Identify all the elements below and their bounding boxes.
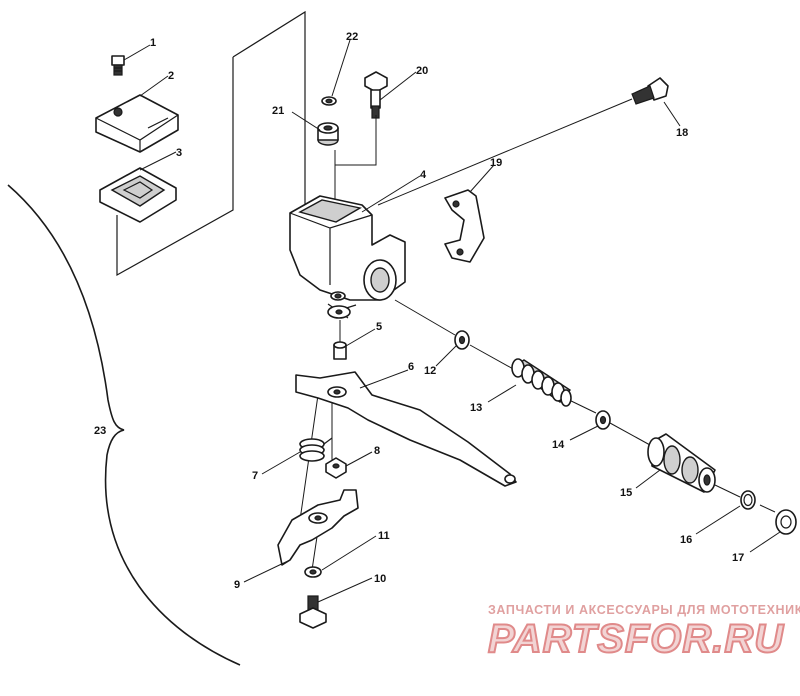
reservoir-cap-part-2 — [95, 94, 179, 153]
piston-spring-part-13 — [510, 358, 572, 407]
piston-axis — [394, 299, 776, 513]
callout-12: 12 — [424, 365, 436, 377]
screw-part-1 — [111, 55, 125, 76]
watermark: ЗАПЧАСТИ И АКСЕССУАРЫ ДЛЯ МОТОТЕХНИКИ PA… — [487, 603, 800, 662]
callout-11: 11 — [378, 530, 390, 542]
callout-18: 18 — [676, 127, 688, 139]
diaphragm-part-3 — [99, 167, 177, 223]
callout-4: 4 — [420, 169, 427, 181]
watermark-brand: PARTSFOR.RU — [488, 617, 784, 661]
bracket-plate-part-9 — [277, 489, 359, 566]
callout-8: 8 — [374, 445, 380, 457]
exploded-frame — [116, 10, 306, 277]
callout-10: 10 — [374, 573, 386, 585]
callout-labels: 1 2 3 22 20 21 4 19 18 5 6 12 13 14 15 1… — [94, 31, 744, 591]
spring-part-7 — [299, 437, 333, 462]
callout-14: 14 — [552, 439, 565, 451]
callout-16: 16 — [680, 534, 692, 546]
assembly-bracket — [7, 184, 241, 666]
leader-lines — [123, 39, 781, 603]
callout-15: 15 — [620, 487, 632, 499]
master-cylinder-body-part-4 — [289, 195, 406, 319]
watermark-tagline: ЗАПЧАСТИ И АКСЕССУАРЫ ДЛЯ МОТОТЕХНИКИ — [488, 603, 800, 617]
bolt-part-20 — [364, 71, 388, 119]
callout-20: 20 — [416, 65, 428, 77]
long-bolt-part-18 — [377, 77, 669, 206]
bushing-part-21 — [317, 122, 339, 146]
callout-5: 5 — [376, 321, 382, 333]
nut-part-8 — [325, 457, 347, 479]
piston-part-15 — [647, 433, 716, 493]
callout-9: 9 — [234, 579, 240, 591]
callout-6: 6 — [408, 361, 414, 373]
callout-21: 21 — [272, 105, 284, 117]
callout-13: 13 — [470, 402, 482, 414]
ring-part-16 — [740, 490, 756, 510]
callout-17: 17 — [732, 552, 744, 564]
pivot-sleeve-part-5 — [333, 341, 347, 360]
seal-washer-part-14 — [595, 410, 611, 430]
callout-19: 19 — [490, 157, 502, 169]
callout-2: 2 — [168, 70, 174, 82]
nut-part-11 — [304, 566, 322, 578]
clamp-part-19 — [444, 189, 485, 263]
callout-3: 3 — [176, 147, 182, 159]
callout-22: 22 — [346, 31, 358, 43]
washer-part-17 — [775, 509, 797, 535]
callout-1: 1 — [150, 37, 156, 49]
callout-23: 23 — [94, 425, 106, 437]
screw-part-10 — [299, 595, 327, 629]
washer-part-12 — [454, 330, 470, 350]
brake-lever-part-6 — [295, 371, 517, 487]
callout-7: 7 — [252, 470, 258, 482]
